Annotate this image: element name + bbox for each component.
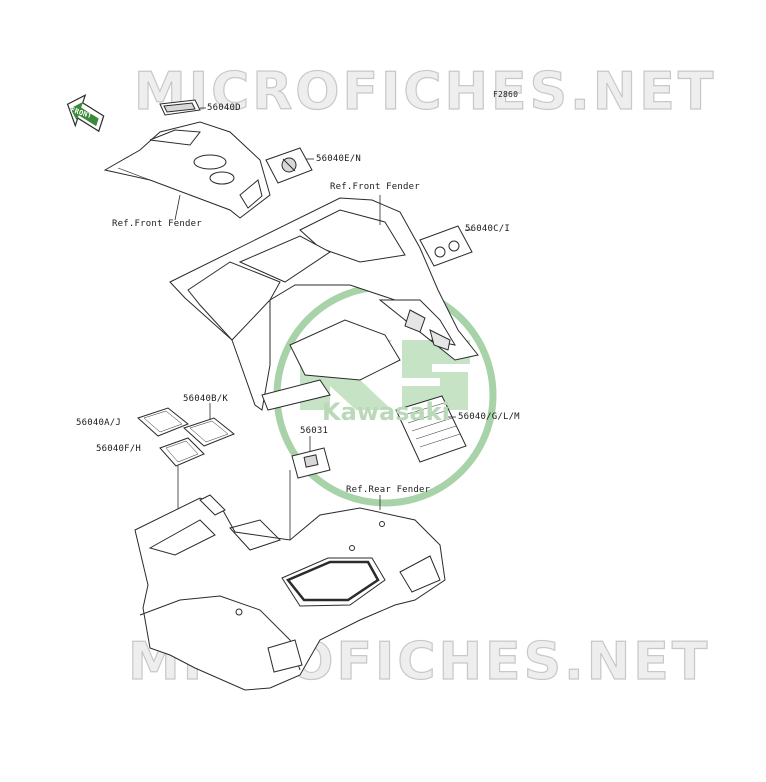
decal-56040fh <box>159 437 205 467</box>
decal-56040en <box>265 147 313 184</box>
front-fender-main <box>169 197 479 411</box>
label-ref-front-fender-2: Ref.Front Fender <box>112 219 202 229</box>
label-56040aj: 56040A/J <box>76 418 121 428</box>
decal-56040glm <box>395 395 467 463</box>
label-56031: 56031 <box>300 426 329 436</box>
front-fender-top-cover <box>103 121 271 219</box>
label-56040glm: 56040/G/L/M <box>458 412 520 422</box>
decal-56031 <box>291 447 331 479</box>
label-56040ci: 56040C/I <box>465 224 510 234</box>
label-56040bk: 56040B/K <box>183 394 228 404</box>
decal-56040aj <box>137 407 189 437</box>
watermark-top: MICROFICHES.NET <box>133 61 717 122</box>
front-arrow-icon <box>66 94 105 133</box>
decal-56040bk <box>183 417 235 447</box>
label-ref-front-fender-1: Ref.Front Fender <box>330 182 420 192</box>
figure-code: F2860 <box>493 90 519 99</box>
label-56040en: 56040E/N <box>316 154 361 164</box>
label-56040fh: 56040F/H <box>96 444 141 454</box>
decal-56040ci <box>419 225 473 267</box>
label-ref-rear-fender: Ref.Rear Fender <box>346 485 431 495</box>
kawasaki-watermark-text: Kawasaki <box>322 398 450 426</box>
decal-56040d <box>159 99 201 116</box>
label-56040d: 56040D <box>207 103 241 113</box>
rear-fender <box>134 494 446 691</box>
